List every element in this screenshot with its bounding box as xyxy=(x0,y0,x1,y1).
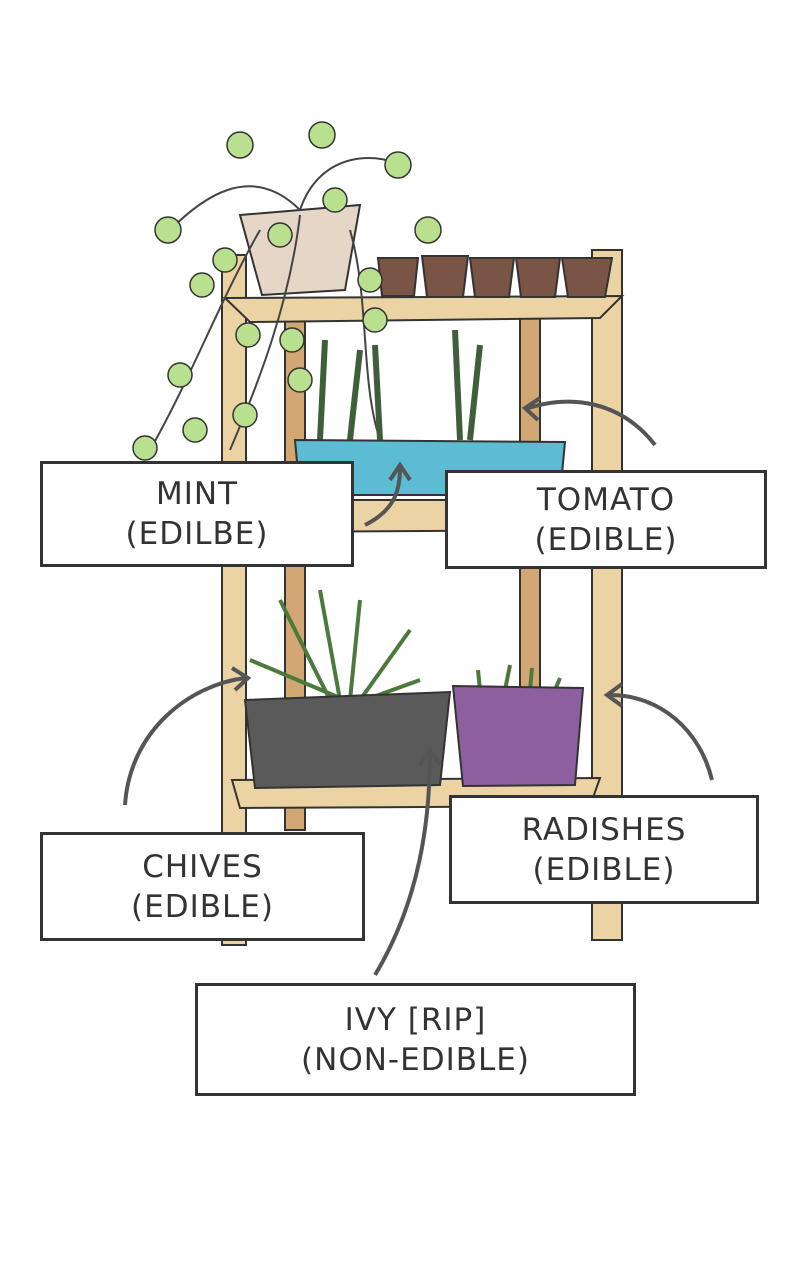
tomato-note: (EDIBLE) xyxy=(534,521,678,558)
arrows xyxy=(123,396,714,977)
tomato-name: TOMATO xyxy=(536,481,676,518)
label-mint: MINT (EDILBE) xyxy=(40,461,354,567)
label-chives: CHIVES (EDIBLE) xyxy=(40,832,365,941)
chives-planter xyxy=(243,589,452,790)
label-tomato: TOMATO (EDIBLE) xyxy=(445,470,767,569)
ivy-note: (NON-EDIBLE) xyxy=(301,1041,530,1078)
radishes-name: RADISHES xyxy=(521,811,687,848)
chives-name: CHIVES xyxy=(142,848,263,885)
ivy-name: IVY [RIP] xyxy=(344,1001,487,1038)
mint-note: (EDILBE) xyxy=(125,516,269,552)
ivy-plant xyxy=(132,121,442,461)
label-ivy: IVY [RIP] (NON-EDIBLE) xyxy=(195,983,636,1096)
radishes-note: (EDIBLE) xyxy=(532,851,676,888)
seedling-pots xyxy=(376,255,614,298)
label-radishes: RADISHES (EDIBLE) xyxy=(449,795,759,904)
radish-planter xyxy=(451,664,585,788)
chives-note: (EDIBLE) xyxy=(131,888,274,925)
mint-name: MINT xyxy=(155,476,238,512)
